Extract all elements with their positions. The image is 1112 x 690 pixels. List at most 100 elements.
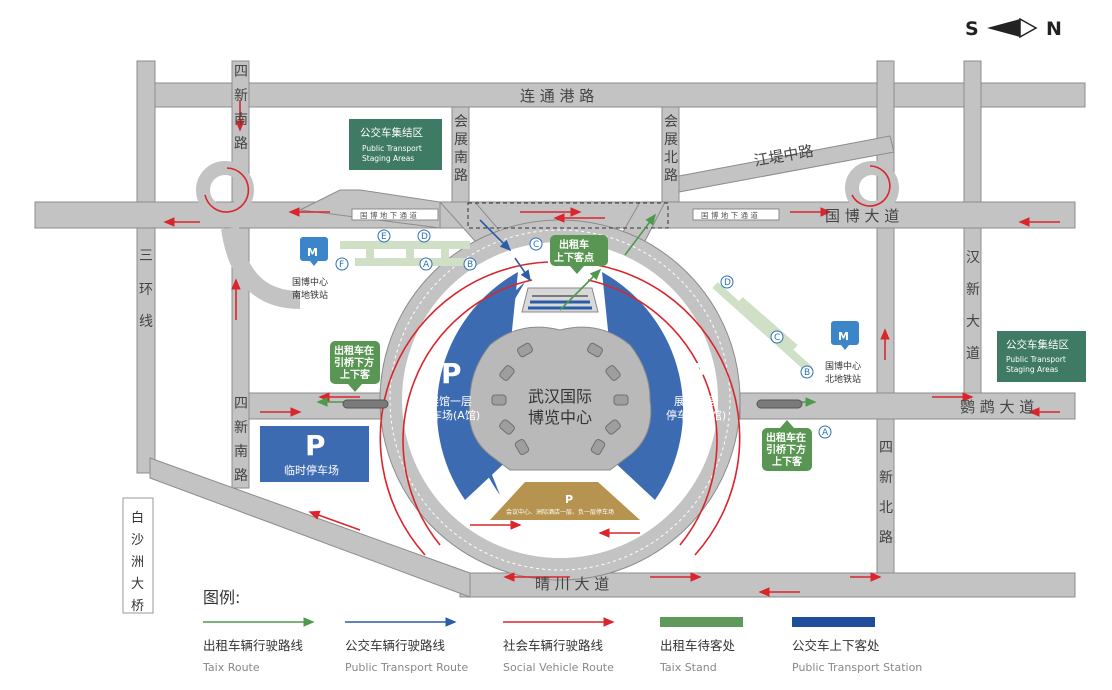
taxi-label: 引桥下方 <box>766 443 806 456</box>
metro-label: 国博中心 <box>292 276 328 288</box>
legend-item-taxi-stand: 出租车待客处 Taix Stand <box>659 617 743 674</box>
legend-item-transit-station: 公交车上下客处 Public Transport Station <box>792 617 922 674</box>
tunnel-label-left: 国 博 地 下 通 道 <box>360 210 417 220</box>
road-label-sixin-south-bottom: 四 新 南 路 <box>234 396 248 484</box>
metro-station-south[interactable]: M 国博中心 南地铁站 <box>292 237 328 301</box>
road-char: 大 <box>966 314 980 330</box>
legend-zh: 社会车辆行驶路线 <box>503 638 604 653</box>
taxi-stand-right <box>756 399 803 409</box>
metro-icon <box>300 237 328 266</box>
road-label-huizhan-north: 会 展 北 路 <box>664 114 678 184</box>
road-char: 路 <box>879 530 893 546</box>
parking-conference: P 会议中心、洲际酒店一层、负一层停车场 <box>506 493 614 516</box>
road-char: 路 <box>234 136 248 152</box>
road-char: 南 <box>234 112 248 128</box>
road-char: 北 <box>879 500 893 516</box>
legend-en: Social Vehicle Route <box>503 661 614 674</box>
compass-arrow-icon <box>987 19 1020 37</box>
parking-label: 会议中心、洲际酒店一层、负一层停车场 <box>506 508 614 516</box>
road-char: 洲 <box>131 555 144 570</box>
metro-exits-north: D C B A <box>720 275 832 439</box>
road-char: 大 <box>131 577 144 592</box>
legend: 图例: 出租车辆行驶路线 Taix Route 公交车辆行驶路线 Public … <box>202 588 922 674</box>
taxi-callout-left: 出租车在 引桥下方 上下客 <box>330 341 380 392</box>
road-label-sixin-north: 四 新 北 路 <box>879 440 893 546</box>
legend-en: Public Transport Station <box>792 661 922 674</box>
staging-sub: Staging Areas <box>1006 365 1058 374</box>
staging-sub: Public Transport <box>362 144 422 153</box>
compass-north: N <box>1046 18 1062 40</box>
center-name-line2: 博览中心 <box>528 408 592 427</box>
road-label-baisha-bridge: 白 沙 洲 大 桥 <box>131 510 144 614</box>
metro-exits-south: E D C F A B <box>335 229 543 271</box>
road-label-liantong: 连 通 港 路 <box>520 87 594 105</box>
compass-south: S <box>965 18 979 40</box>
taxi-label: 上下客 <box>772 455 803 468</box>
exit-label: A <box>822 428 829 438</box>
road-char: 线 <box>139 314 153 330</box>
staging-title: 公交车集结区 <box>1006 338 1069 351</box>
staging-sub: Staging Areas <box>362 154 414 163</box>
taxi-label: 出租车在 <box>766 431 806 444</box>
road-char: 四 <box>234 64 248 80</box>
transit-routes <box>479 219 531 282</box>
parking-symbol: P <box>686 357 707 390</box>
staging-area-left: 公交车集结区 Public Transport Staging Areas <box>349 119 442 170</box>
parking-temp: P 临时停车场 <box>260 426 369 482</box>
exit-label: D <box>421 232 428 242</box>
road-label-guobo: 国 博 大 道 <box>825 207 899 225</box>
tunnel-label-right: 国 博 地 下 通 道 <box>701 210 758 220</box>
parking-label: 停车场(A馆) <box>420 408 480 422</box>
metro-label: 国博中心 <box>825 360 861 372</box>
metro-icon-letter: M <box>838 330 849 343</box>
road-char: 北 <box>664 150 678 166</box>
metro-icon <box>831 321 859 350</box>
parking-symbol: P <box>305 429 326 462</box>
road-char: 桥 <box>131 599 144 614</box>
road-char: 新 <box>966 282 980 298</box>
compass: S N <box>965 17 1062 40</box>
road-char: 环 <box>139 282 153 298</box>
road-label-qingchuan: 晴 川 大 道 <box>535 575 609 593</box>
underpass-dashed-box <box>467 202 669 229</box>
parking-label: 停车场(B馆) <box>666 408 726 422</box>
taxi-label: 引桥下方 <box>334 356 374 369</box>
legend-zh: 出租车辆行驶路线 <box>203 638 304 653</box>
road-char: 汉 <box>966 250 980 266</box>
road-char: 三 <box>139 248 153 264</box>
social-routes <box>163 100 1060 597</box>
metro-station-north[interactable]: M 国博中心 北地铁站 <box>825 321 861 385</box>
parking-label: 展馆一层 <box>674 394 718 408</box>
center-building <box>468 326 652 471</box>
legend-zh: 公交车辆行驶路线 <box>345 638 446 653</box>
road-char: 会 <box>664 114 678 130</box>
exit-label: B <box>804 368 810 378</box>
taxi-label: 上下客点 <box>554 251 594 264</box>
exit-label: B <box>467 260 473 270</box>
parking-b: P 展馆一层 停车场(B馆) <box>666 357 726 422</box>
legend-title: 图例: <box>203 588 240 607</box>
road-char: 展 <box>454 132 468 148</box>
staging-area-right: 公交车集结区 Public Transport Staging Areas <box>997 331 1086 382</box>
taxi-label: 上下客 <box>340 368 371 381</box>
road-char: 路 <box>664 168 678 184</box>
center-name-line1: 武汉国际 <box>528 387 592 406</box>
exit-label: A <box>423 260 430 270</box>
staging-title: 公交车集结区 <box>360 126 423 139</box>
legend-item-taxi-route: 出租车辆行驶路线 Taix Route <box>202 617 315 674</box>
exit-label: F <box>339 260 344 270</box>
legend-en: Public Transport Route <box>345 661 468 674</box>
legend-item-transit-route: 公交车辆行驶路线 Public Transport Route <box>345 617 468 674</box>
parking-label: 展馆一层 <box>428 394 472 408</box>
legend-item-social-route: 社会车辆行驶路线 Social Vehicle Route <box>503 617 615 674</box>
metro-icon-letter: M <box>307 246 318 259</box>
legend-en: Taix Route <box>202 661 260 674</box>
road-char: 新 <box>234 88 248 104</box>
metro-label: 北地铁站 <box>825 373 861 385</box>
road-char: 新 <box>234 420 248 436</box>
road-char: 展 <box>664 132 678 148</box>
parking-a: P 展馆一层 停车场(A馆) <box>420 357 480 422</box>
taxi-callout-center: 出租车 上下客点 <box>550 235 608 274</box>
taxi-callout-right: 出租车在 引桥下方 上下客 <box>762 420 812 471</box>
